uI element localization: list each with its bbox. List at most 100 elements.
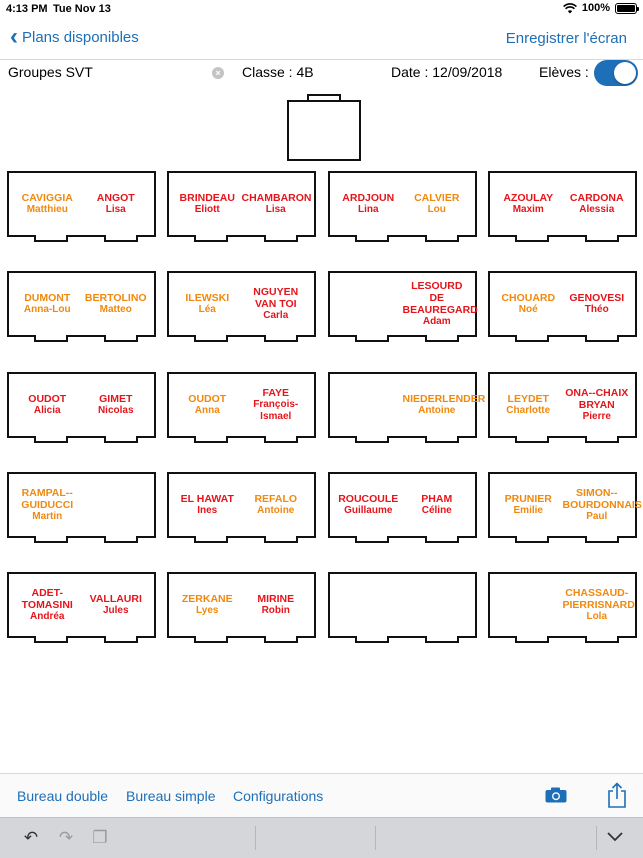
- configurations-button[interactable]: Configurations: [233, 788, 324, 804]
- bureau-simple-button[interactable]: Bureau simple: [126, 788, 216, 804]
- student-last-name: PRUNIER: [504, 493, 552, 505]
- save-screen-button[interactable]: Enregistrer l'écran: [505, 30, 627, 47]
- teacher-desk[interactable]: [287, 94, 361, 161]
- student-last-name: CALVIER: [414, 192, 460, 204]
- chair: [515, 536, 549, 543]
- chair: [355, 436, 389, 443]
- chair: [264, 636, 298, 643]
- status-time: 4:13 PM: [6, 3, 48, 15]
- redo-icon[interactable]: ↷: [58, 828, 74, 847]
- student-last-name: SIMON--BOURDONNAIS: [562, 487, 642, 511]
- student-last-name: AZOULAY: [503, 192, 554, 204]
- chair: [104, 335, 138, 342]
- share-icon[interactable]: [608, 782, 626, 808]
- student-desk[interactable]: [328, 572, 477, 643]
- chair: [194, 636, 228, 643]
- student-last-name: OUDOT: [28, 393, 67, 405]
- teacher-desk-chair: [307, 94, 341, 102]
- student-last-name: CHAMBARON: [241, 192, 312, 204]
- back-button[interactable]: ‹ Plans disponibles: [10, 25, 139, 49]
- student-first-name: Anna: [194, 405, 220, 416]
- chevron-down-icon[interactable]: [606, 830, 624, 844]
- separator: [255, 826, 256, 850]
- paste-icon[interactable]: ❐: [92, 828, 108, 847]
- chair: [104, 636, 138, 643]
- student-last-name: PHAM: [421, 493, 453, 505]
- chair: [515, 636, 549, 643]
- chair: [104, 536, 138, 543]
- student-first-name: Antoine: [257, 505, 295, 516]
- undo-icon[interactable]: ↶: [23, 828, 39, 847]
- battery-icon: [615, 2, 639, 14]
- student-last-name: BERTOLINO: [84, 292, 147, 304]
- chair: [585, 436, 619, 443]
- chair: [425, 335, 459, 342]
- chair: [34, 235, 68, 242]
- student-first-name: Alicia: [33, 405, 61, 416]
- student-first-name: Adam: [422, 316, 451, 327]
- clear-icon[interactable]: ×: [212, 67, 224, 79]
- student-first-name: Anna-Lou: [23, 304, 71, 315]
- student-first-name: Lisa: [265, 204, 286, 215]
- student-last-name: ADET-TOMASINI: [21, 587, 73, 611]
- bureau-double-button[interactable]: Bureau double: [17, 788, 109, 804]
- eleves-toggle[interactable]: [594, 60, 638, 86]
- group-name-input[interactable]: [8, 64, 228, 80]
- student-last-name: ANGOT: [96, 192, 135, 204]
- camera-icon[interactable]: [545, 787, 567, 803]
